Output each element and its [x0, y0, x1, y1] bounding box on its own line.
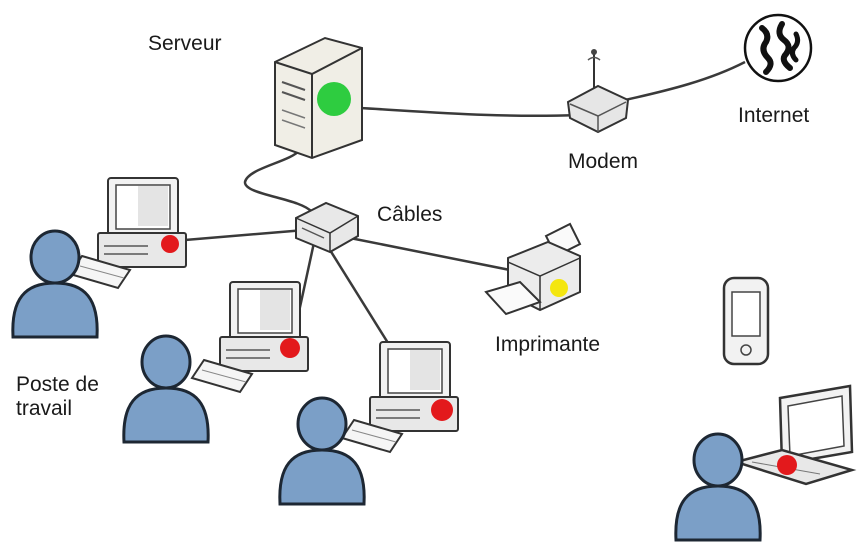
workstation-label-line1: Poste de	[16, 373, 99, 396]
workstation-icon	[69, 177, 187, 289]
network-switch-icon	[295, 201, 359, 254]
user-icon	[674, 432, 762, 542]
cable-modem-internet	[624, 60, 746, 102]
workstation-label: Poste de travail	[16, 373, 99, 421]
printer-status-indicator	[550, 279, 568, 297]
workstation-icon	[191, 281, 309, 393]
cables	[184, 60, 746, 376]
cables-label: Câbles	[377, 203, 443, 226]
internet-globe-icon	[743, 13, 813, 83]
user-icon	[11, 229, 99, 339]
user-icon	[122, 334, 210, 444]
cable-server-modem	[359, 106, 579, 118]
workstation-label-line2: travail	[16, 397, 73, 421]
smartphone-icon	[722, 276, 770, 366]
modem-label: Modem	[568, 150, 639, 173]
workstation-status-indicator	[431, 399, 453, 421]
server-status-indicator	[317, 82, 351, 116]
cable-server-switch	[243, 149, 313, 213]
cable-switch-ws1	[184, 228, 306, 242]
laptop-status-indicator	[777, 455, 797, 475]
printer-icon	[484, 222, 582, 316]
server-icon	[274, 36, 363, 160]
internet-label: Internet	[738, 104, 810, 127]
modem-icon	[566, 49, 630, 134]
workstation-status-indicator	[161, 235, 179, 253]
user-icon	[278, 396, 366, 506]
laptop-icon	[731, 384, 857, 486]
workstation-status-indicator	[280, 338, 300, 358]
printer-label: Imprimante	[495, 333, 601, 356]
workstation-icon	[341, 341, 459, 453]
server-label: Serveur	[148, 32, 222, 55]
cable-switch-printer	[349, 236, 511, 272]
